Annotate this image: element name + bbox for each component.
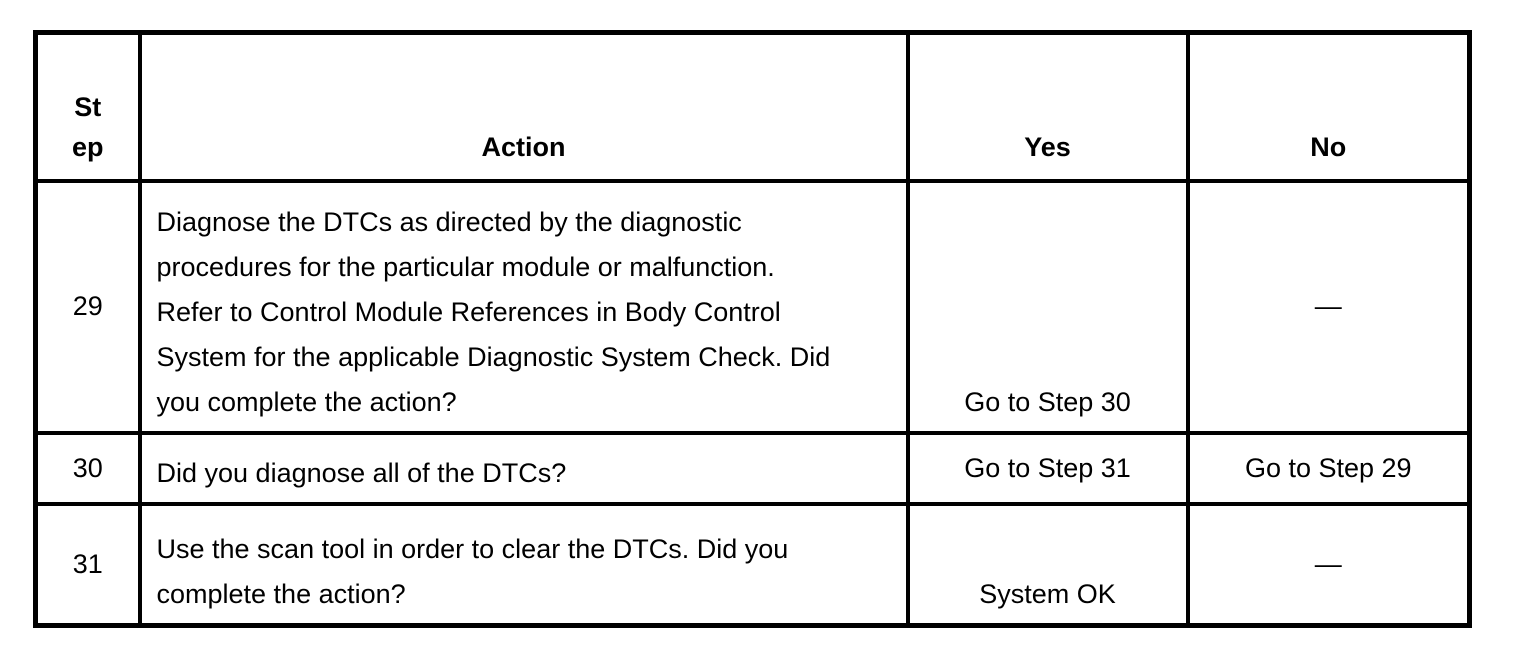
action-cell: Did you diagnose all of the DTCs?: [137, 430, 910, 506]
step-cell: 30: [33, 430, 142, 506]
col-header-no: No: [1185, 30, 1472, 183]
col-header-step: St ep: [33, 30, 142, 183]
step-cell: 29: [33, 178, 142, 435]
step-cell: 31: [33, 501, 142, 628]
yes-cell: System OK: [905, 501, 1190, 628]
table-header-row: St ep Action Yes No: [33, 30, 1472, 183]
table-row: 29 Diagnose the DTCs as directed by the …: [33, 178, 1472, 435]
yes-cell: Go to Step 30: [905, 178, 1190, 435]
no-cell: Go to Step 29: [1185, 430, 1472, 506]
yes-cell: Go to Step 31: [905, 430, 1190, 506]
table-row: 30 Did you diagnose all of the DTCs? Go …: [33, 430, 1472, 506]
action-cell: Use the scan tool in order to clear the …: [137, 501, 910, 628]
action-cell: Diagnose the DTCs as directed by the dia…: [137, 178, 910, 435]
no-cell: —: [1185, 178, 1472, 435]
no-cell: —: [1185, 501, 1472, 628]
table-row: 31 Use the scan tool in order to clear t…: [33, 501, 1472, 628]
col-header-action: Action: [137, 30, 910, 183]
col-header-yes: Yes: [905, 30, 1190, 183]
diagnostic-step-table: St ep Action Yes No 29 Diagnose the DTCs…: [33, 30, 1472, 628]
